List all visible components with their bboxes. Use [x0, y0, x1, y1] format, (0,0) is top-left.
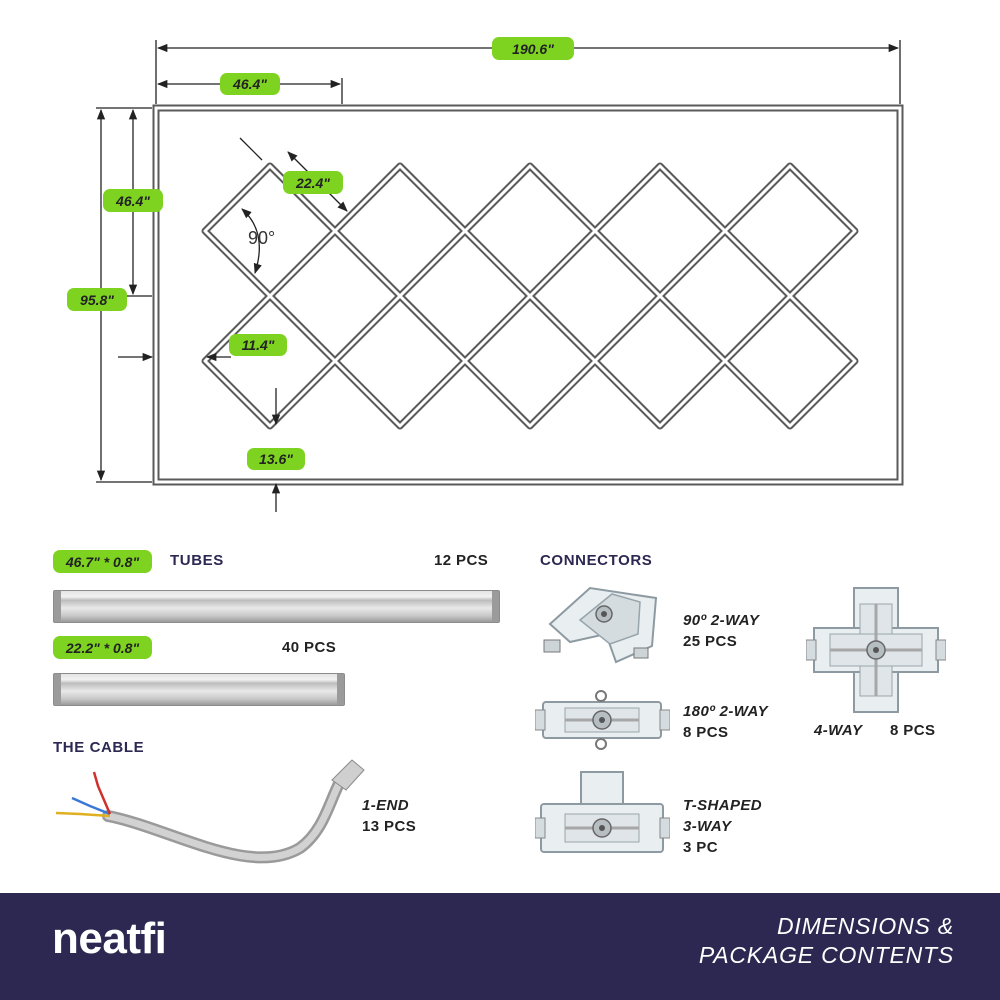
connector-t-shaped-type-line2: 3-WAY — [683, 818, 732, 835]
connector-90-type: 90º 2-WAY — [683, 612, 760, 629]
footer-banner — [0, 893, 1000, 1000]
connector-t-shaped-image — [535, 771, 670, 853]
footer-title: DIMENSIONS & PACKAGE CONTENTS — [699, 912, 954, 970]
connector-t-shaped-type: T-SHAPED — [683, 797, 763, 814]
tubes-heading: TUBES — [170, 552, 224, 569]
cable-quantity: 13 PCS — [362, 818, 417, 835]
footer-title-line1: DIMENSIONS & — [776, 913, 954, 939]
side-offset-dimension-tag: 11.4" — [229, 334, 287, 356]
connector-90-image — [543, 586, 658, 664]
tile-side-dimension-tag: 22.4" — [283, 171, 343, 194]
short-tube-image — [53, 673, 345, 706]
dimension-drawing: 90° — [96, 40, 904, 512]
long-tube-quantity: 12 PCS — [434, 552, 489, 569]
cable-image — [55, 759, 365, 864]
short-tube-quantity: 40 PCS — [282, 639, 337, 656]
connector-4-way-quantity: 8 PCS — [890, 722, 936, 739]
bottom-offset-dimension-tag: 13.6" — [247, 448, 305, 470]
diamond-lattice — [201, 162, 859, 430]
connector-4-way-type: 4-WAY — [814, 722, 863, 739]
connector-4-way-image — [806, 587, 946, 713]
total-height-dimension-tag: 95.8" — [67, 288, 127, 311]
connector-180-type: 180º 2-WAY — [683, 703, 769, 720]
footer-title-line2: PACKAGE CONTENTS — [698, 942, 954, 968]
connector-90-info: 90º 2-WAY 25 PCS — [683, 610, 759, 652]
cable-heading: THE CABLE — [53, 739, 145, 756]
short-tube-size-tag: 22.2" * 0.8" — [53, 636, 152, 659]
connector-180-info: 180º 2-WAY 8 PCS — [683, 701, 768, 743]
connector-90-quantity: 25 PCS — [683, 633, 738, 650]
panel-height-dimension-tag: 46.4" — [103, 189, 163, 212]
long-tube-size-tag: 46.7" * 0.8" — [53, 550, 152, 573]
cable-info: 1-END 13 PCS — [362, 795, 416, 837]
width-dimension-tag: 190.6" — [492, 37, 574, 60]
angle-label: 90° — [248, 228, 275, 248]
panel-width-dimension-tag: 46.4" — [220, 73, 280, 95]
outer-frame — [152, 104, 904, 486]
connector-t-shaped-info: T-SHAPED 3-WAY 3 PC — [683, 795, 762, 858]
brand-logo: neatfi — [52, 914, 167, 963]
connector-180-quantity: 8 PCS — [683, 724, 729, 741]
connector-180-image — [535, 690, 670, 750]
long-tube-image — [53, 590, 500, 623]
connectors-heading: CONNECTORS — [540, 552, 653, 569]
cable-type: 1-END — [362, 797, 410, 814]
connector-t-shaped-quantity: 3 PC — [683, 839, 718, 856]
